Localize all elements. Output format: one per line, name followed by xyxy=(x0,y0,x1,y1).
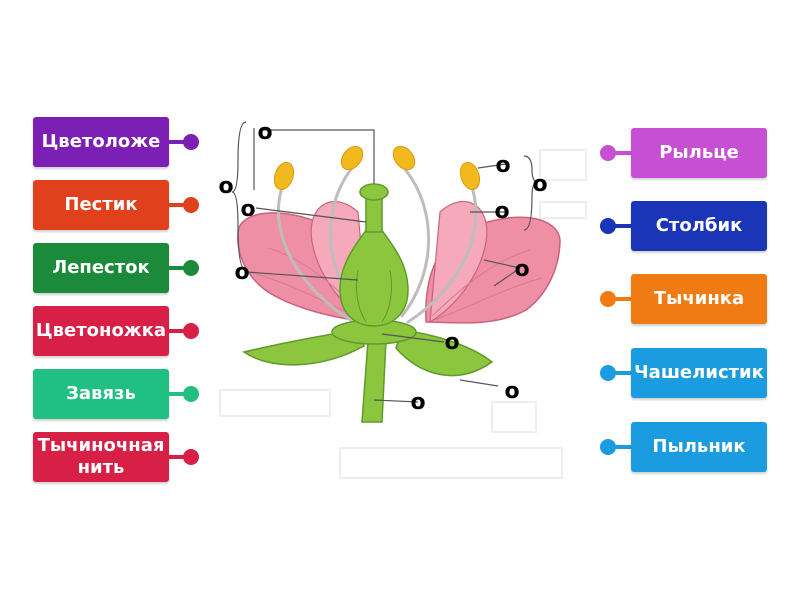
target-marker[interactable]: o xyxy=(444,330,460,355)
label-tag-sepal[interactable]: Чашелистик xyxy=(631,348,767,398)
target-marker[interactable]: o xyxy=(514,257,530,282)
label-tag-pedicel[interactable]: Цветоножка xyxy=(33,306,169,356)
target-marker[interactable]: o xyxy=(532,172,548,197)
target-marker[interactable]: o xyxy=(218,174,234,199)
ovary xyxy=(339,218,409,327)
label-tag-anther[interactable]: Пыльник xyxy=(631,422,767,472)
flower-diagram xyxy=(219,121,587,479)
pedicel xyxy=(361,339,387,423)
target-marker[interactable]: o xyxy=(240,197,256,222)
label-tag-receptacle[interactable]: Цветоложе xyxy=(33,117,169,167)
stigma xyxy=(359,183,389,201)
label-tag-stigma[interactable]: Рыльце xyxy=(631,128,767,178)
target-marker[interactable]: o xyxy=(257,120,273,145)
target-marker[interactable]: o xyxy=(495,153,511,178)
right-sepal xyxy=(395,329,494,377)
target-marker[interactable]: o xyxy=(494,199,510,224)
label-tag-filament[interactable]: Тычиночная нить xyxy=(33,432,169,482)
target-marker[interactable]: o xyxy=(504,379,520,404)
target-marker[interactable]: o xyxy=(234,260,250,285)
left-sepal xyxy=(242,329,365,366)
label-tag-pistil[interactable]: Пестик xyxy=(33,180,169,230)
label-tag-ovary[interactable]: Завязь xyxy=(33,369,169,419)
label-tag-stamen[interactable]: Тычинка xyxy=(631,274,767,324)
target-marker[interactable]: o xyxy=(410,390,426,415)
label-tag-style[interactable]: Столбик xyxy=(631,201,767,251)
label-tag-petal[interactable]: Лепесток xyxy=(33,243,169,293)
